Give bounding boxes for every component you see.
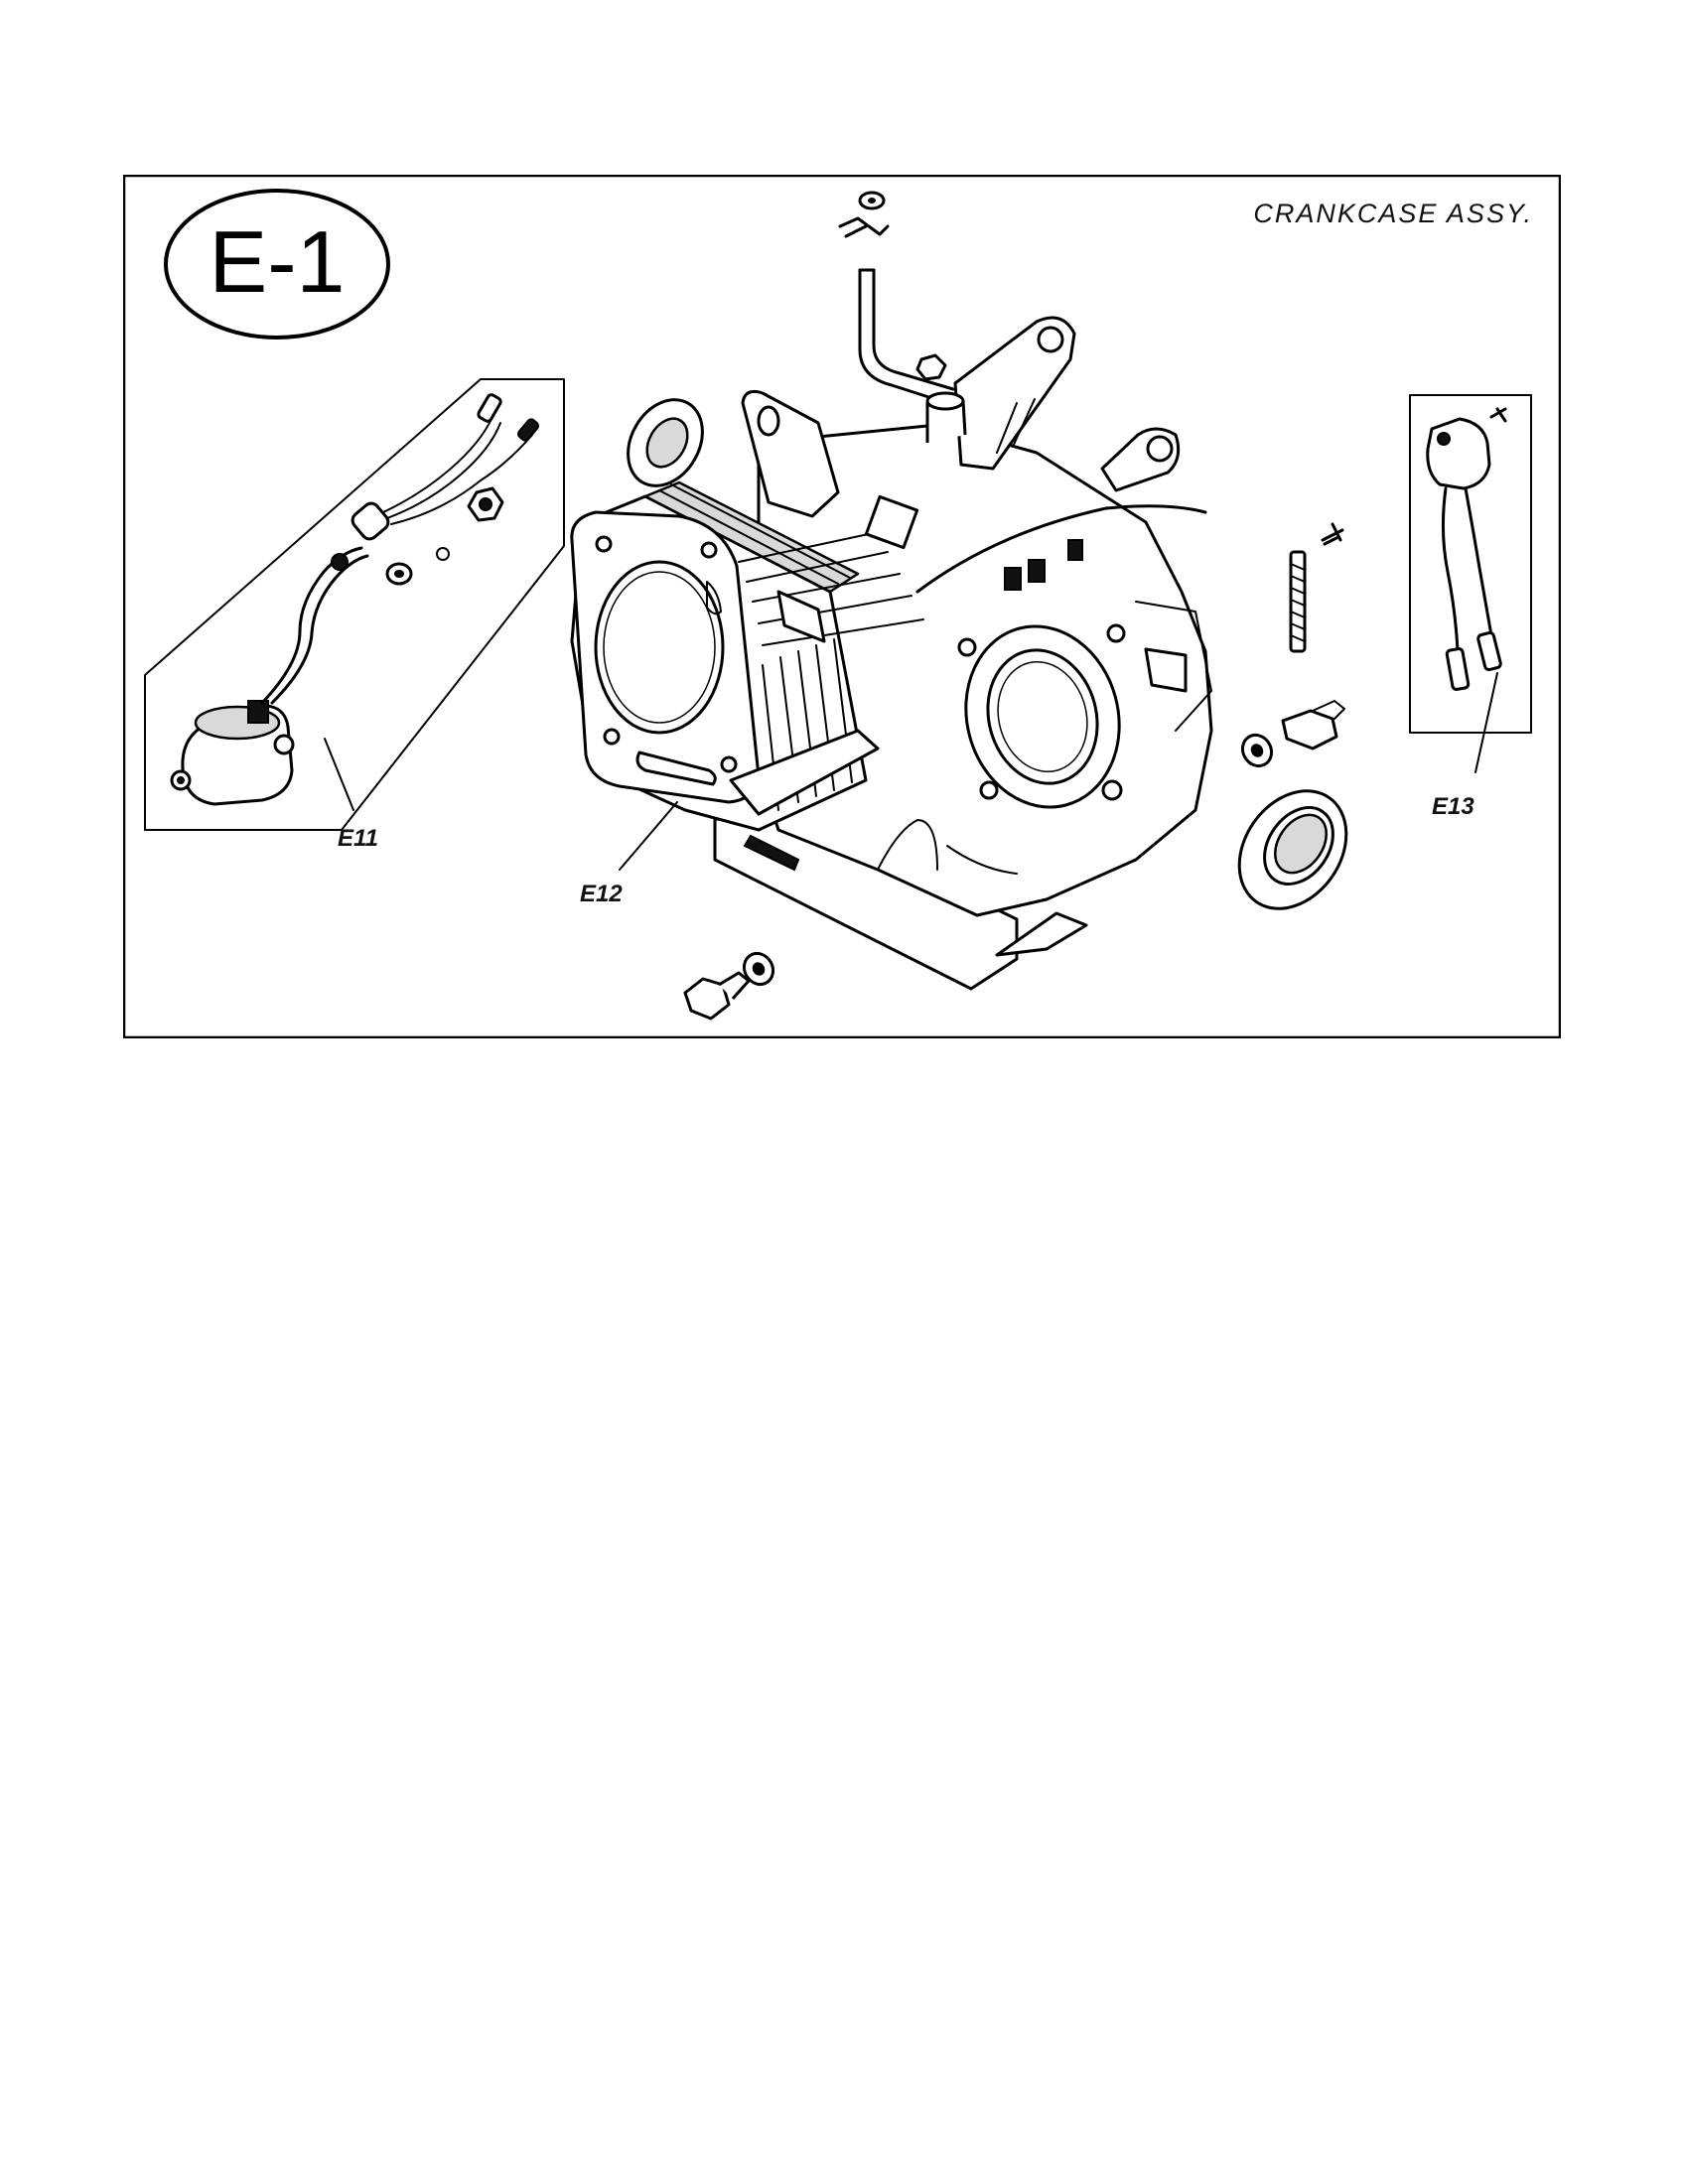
- ignition-coil-inset-box: [144, 378, 565, 831]
- crankcase-group: E12: [570, 191, 1348, 1021]
- badge-ellipse: [164, 189, 390, 340]
- crankcase-diagram: E-1 CRANKCASE ASSY.: [123, 175, 1561, 1038]
- section-badge: E-1: [164, 189, 390, 340]
- dipstick: [858, 268, 949, 405]
- ignition-coil-group: E11: [144, 378, 565, 852]
- drain-bolt-bottom: [683, 977, 731, 1021]
- diagram-title: CRANKCASE ASSY.: [1253, 199, 1533, 228]
- cooling-fins: [762, 638, 853, 811]
- crankcase-base: [713, 796, 1019, 991]
- callout-e13: E13: [1432, 793, 1474, 820]
- cylinder-bore: [594, 560, 725, 735]
- e11-leader: [324, 738, 354, 811]
- badge-label: E-1: [210, 212, 346, 311]
- callout-e11: E11: [338, 825, 378, 852]
- e12-leader: [619, 801, 678, 871]
- plug-cap: [1426, 417, 1491, 490]
- ignition-connector: [351, 501, 390, 541]
- callout-e12: E12: [580, 881, 623, 907]
- diagram-canvas: E-1 CRANKCASE ASSY.: [123, 175, 1561, 1038]
- spark-plug-wire-inset-box: [1409, 394, 1532, 734]
- e13-leader: [1474, 672, 1498, 773]
- spark-plug-wire-group: E13: [1409, 394, 1532, 820]
- push-rod-port: [635, 751, 717, 786]
- lifting-lug-top: [953, 316, 1076, 471]
- drain-bolt-right: [1281, 709, 1338, 751]
